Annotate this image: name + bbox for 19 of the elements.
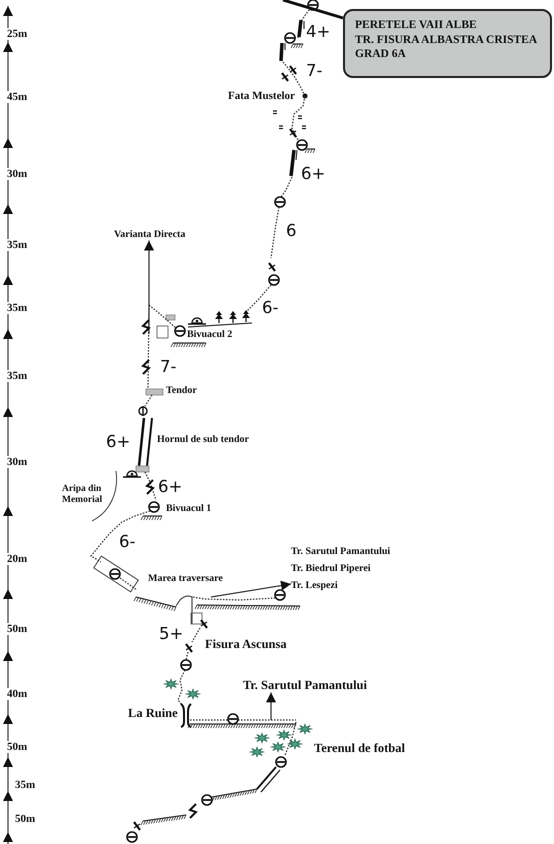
place-name-label: Terenul de fotbal [314, 741, 405, 756]
pitch-length-label: 30m [7, 456, 28, 468]
pitch-length-label: 40m [7, 688, 28, 700]
pitch-length-label: 35m [7, 302, 28, 314]
pitch-length-label: 50m [15, 812, 36, 826]
pitch-length-label: 50m [7, 740, 28, 754]
title-text: TR. FISURA ALBASTRA CRISTEA [355, 32, 538, 47]
pitch-length-label: 45m [7, 90, 28, 104]
pitch-length-label: 50m [7, 622, 28, 636]
title-text: GRAD 6A [355, 47, 406, 62]
title-box [343, 9, 552, 78]
pitch-length-label: 35m [7, 238, 28, 252]
pitch-length-label: 35m [7, 370, 28, 382]
pitch-length-label: 20m [7, 552, 28, 566]
title-text: PERETELE VAII ALBE [355, 18, 477, 32]
pitch-length-label: 35m [15, 778, 36, 792]
pitch-length-label: 30m [7, 168, 28, 180]
route-name-label: Tr. Sarutul Pamantului [291, 545, 390, 559]
pitch-length-label: 25m [7, 28, 28, 40]
